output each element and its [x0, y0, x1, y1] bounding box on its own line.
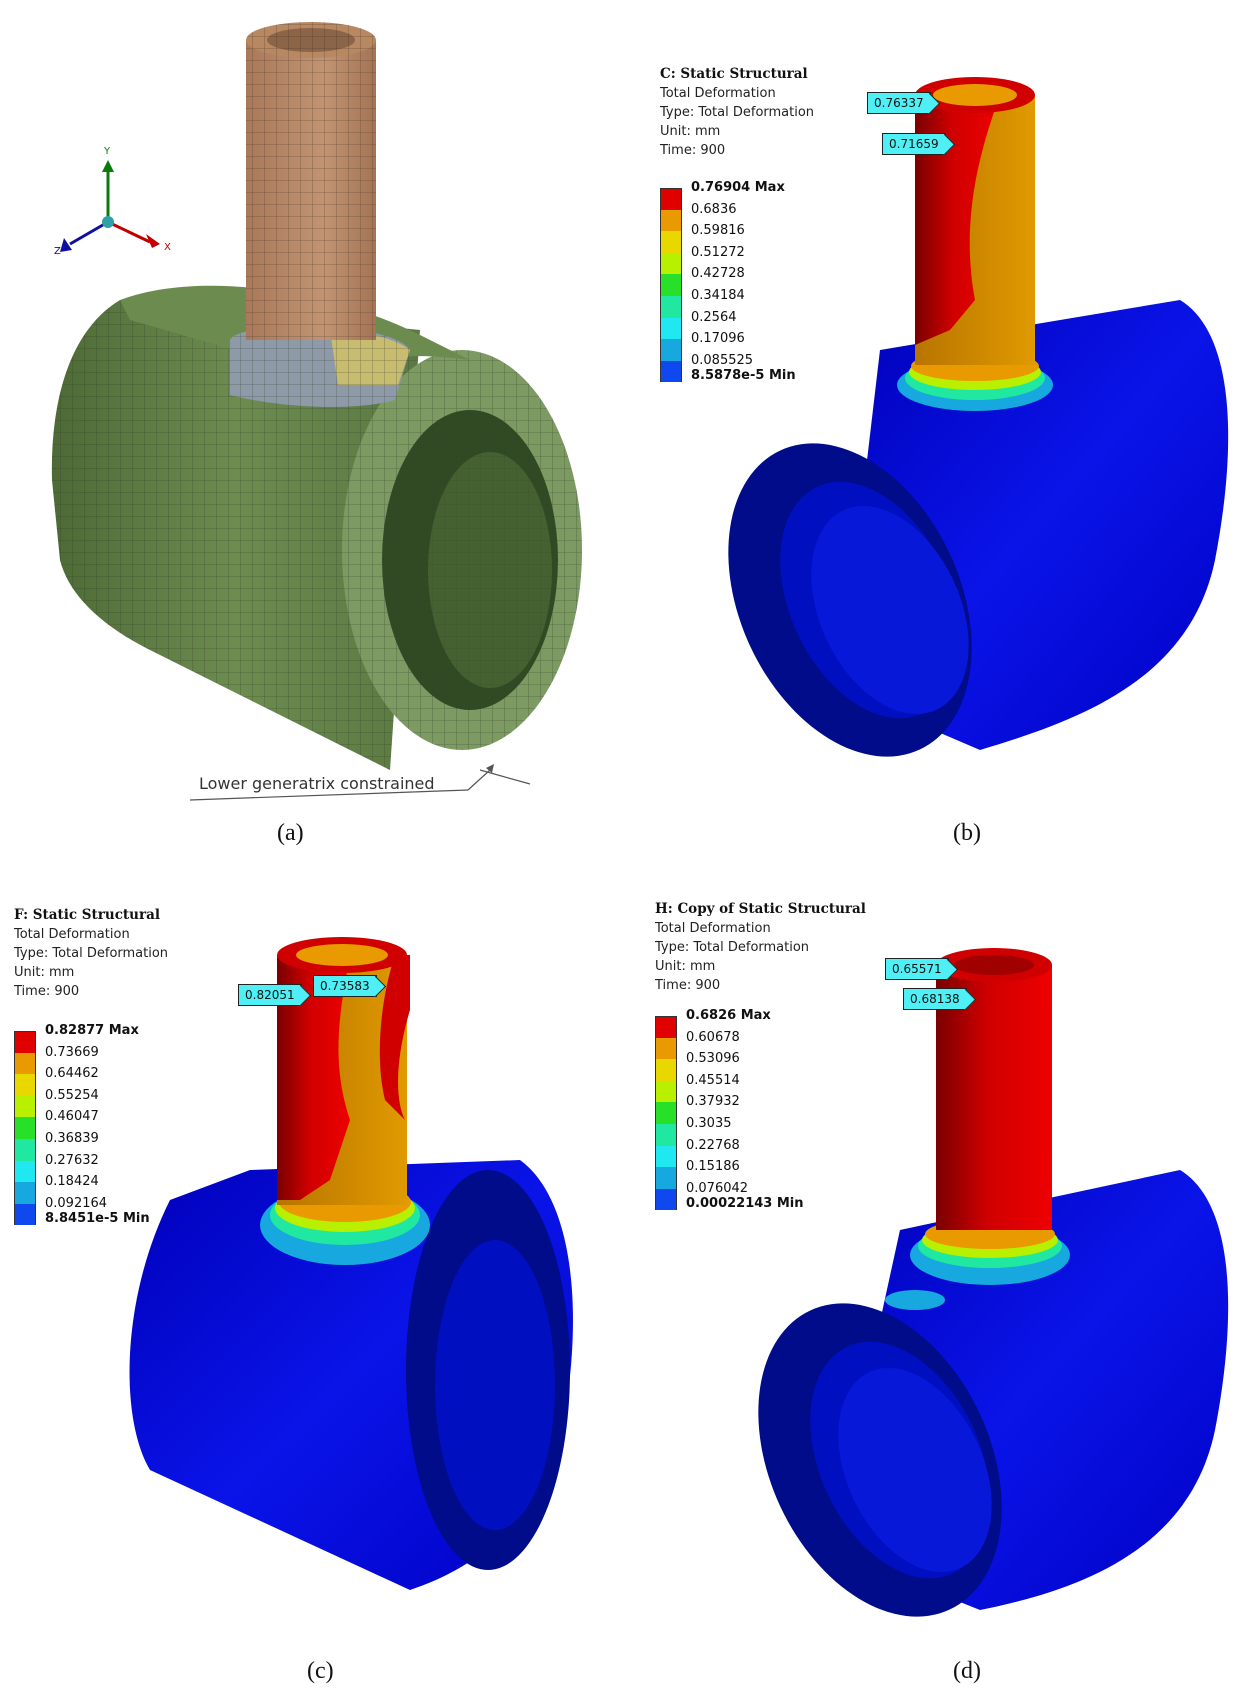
legend-d-value: 0.15186 — [686, 1159, 740, 1175]
info-b-line: Time: 900 — [660, 143, 726, 158]
probe-label-c-2: 0.73583 — [313, 975, 377, 997]
legend-swatch — [14, 1095, 36, 1118]
info-d-line: Time: 900 — [655, 978, 721, 993]
legend-b-value: 0.085525 — [691, 352, 754, 368]
legend-b-min: 8.5878e-5 Min — [691, 368, 796, 383]
info-c-title: F: Static Structural — [14, 907, 160, 923]
legend-swatch — [660, 209, 682, 232]
legend-swatch — [660, 360, 682, 383]
probe-label-d-2: 0.68138 — [903, 988, 967, 1010]
legend-d-value: 0.37932 — [686, 1094, 740, 1110]
caption-a: (a) — [277, 820, 304, 846]
legend-c-value: 0.73669 — [45, 1044, 99, 1060]
legend-swatch — [655, 1123, 677, 1146]
panel-b-model — [728, 77, 1229, 757]
caption-b: (b) — [953, 820, 981, 846]
legend-swatch — [14, 1031, 36, 1053]
legend-swatch — [655, 1102, 677, 1124]
legend-swatch — [14, 1138, 36, 1161]
info-d-line: Total Deformation — [655, 921, 771, 936]
info-c-line: Total Deformation — [14, 927, 130, 942]
info-d-title: H: Copy of Static Structural — [655, 901, 866, 917]
triad-y-label: Y — [104, 146, 111, 157]
legend-swatch — [14, 1052, 36, 1075]
legend-b-value: 0.2564 — [691, 309, 737, 325]
legend-d-value: 0.45514 — [686, 1072, 740, 1088]
info-b-title: C: Static Structural — [660, 66, 808, 82]
legend-swatch — [660, 188, 682, 210]
legend-swatch — [655, 1059, 677, 1081]
legend-b-value: 0.6836 — [691, 201, 737, 217]
legend-c-value: 0.55254 — [45, 1087, 99, 1103]
legend-swatch — [655, 1188, 677, 1211]
panel-c-model — [129, 937, 573, 1590]
triad-x-label: X — [164, 242, 171, 253]
info-block-c: F: Static Structural Total Deformation T… — [14, 906, 168, 1001]
legend-c-min: 8.8451e-5 Min — [45, 1211, 150, 1226]
legend-swatch — [660, 295, 682, 318]
legend-b-value: 0.34184 — [691, 287, 745, 303]
legend-swatch — [655, 1037, 677, 1060]
legend-c-value: 0.46047 — [45, 1109, 99, 1125]
probe-label-b-1: 0.76337 — [867, 92, 931, 114]
caption-d: (d) — [953, 1658, 981, 1684]
legend-d-value: 0.3035 — [686, 1115, 732, 1131]
legend-d-max: 0.6826 Max — [686, 1008, 771, 1023]
legend-c-value: 0.64462 — [45, 1066, 99, 1082]
probe-label-d-1: 0.65571 — [885, 958, 949, 980]
info-b-line: Unit: mm — [660, 124, 721, 139]
legend-d-value: 0.076042 — [686, 1180, 749, 1196]
caption-c: (c) — [307, 1658, 334, 1684]
legend-d-value: 0.53096 — [686, 1051, 740, 1067]
legend-b-value: 0.17096 — [691, 331, 745, 347]
legend-c-value: 0.27632 — [45, 1152, 99, 1168]
legend-swatch — [660, 317, 682, 340]
legend-b-value: 0.59816 — [691, 223, 745, 239]
legend-swatch — [655, 1167, 677, 1189]
info-block-b: C: Static Structural Total Deformation T… — [660, 65, 814, 160]
legend-swatch — [14, 1117, 36, 1139]
info-b-line: Total Deformation — [660, 86, 776, 101]
legend-swatch — [660, 274, 682, 296]
probe-label-b-2: 0.71659 — [882, 133, 946, 155]
legend-swatch — [660, 339, 682, 361]
legend-swatch — [660, 231, 682, 253]
legend-d-value: 0.22768 — [686, 1137, 740, 1153]
info-c-line: Time: 900 — [14, 984, 80, 999]
annotation-leader — [189, 764, 531, 801]
legend-swatch — [14, 1182, 36, 1204]
constraint-annotation: Lower generatrix constrained — [199, 774, 435, 793]
legend-c-value: 0.36839 — [45, 1130, 99, 1146]
legend-swatch — [660, 252, 682, 275]
coordinate-triad — [60, 160, 160, 252]
info-d-line: Type: Total Deformation — [655, 940, 810, 955]
info-d-line: Unit: mm — [655, 959, 716, 974]
legend-d-min: 0.00022143 Min — [686, 1196, 804, 1211]
legend-swatch — [14, 1203, 36, 1226]
legend-swatch — [655, 1080, 677, 1103]
probe-label-c-1: 0.82051 — [238, 984, 302, 1006]
legend-swatch — [655, 1145, 677, 1168]
info-block-d: H: Copy of Static Structural Total Defor… — [655, 900, 866, 995]
triad-z-label: Z — [54, 246, 61, 257]
panel-a-model — [51, 22, 582, 801]
legend-b-value: 0.51272 — [691, 244, 745, 260]
legend-c-max: 0.82877 Max — [45, 1023, 139, 1038]
panel-d-model — [758, 948, 1229, 1617]
legend-c-value: 0.18424 — [45, 1174, 99, 1190]
legend-b-max: 0.76904 Max — [691, 180, 785, 195]
legend-swatch — [14, 1160, 36, 1183]
info-c-line: Unit: mm — [14, 965, 75, 980]
info-c-line: Type: Total Deformation — [14, 946, 169, 961]
legend-c-value: 0.092164 — [45, 1195, 108, 1211]
legend-d-value: 0.60678 — [686, 1029, 740, 1045]
info-b-line: Type: Total Deformation — [660, 105, 815, 120]
legend-swatch — [655, 1016, 677, 1038]
legend-b-value: 0.42728 — [691, 266, 745, 282]
legend-swatch — [14, 1074, 36, 1096]
